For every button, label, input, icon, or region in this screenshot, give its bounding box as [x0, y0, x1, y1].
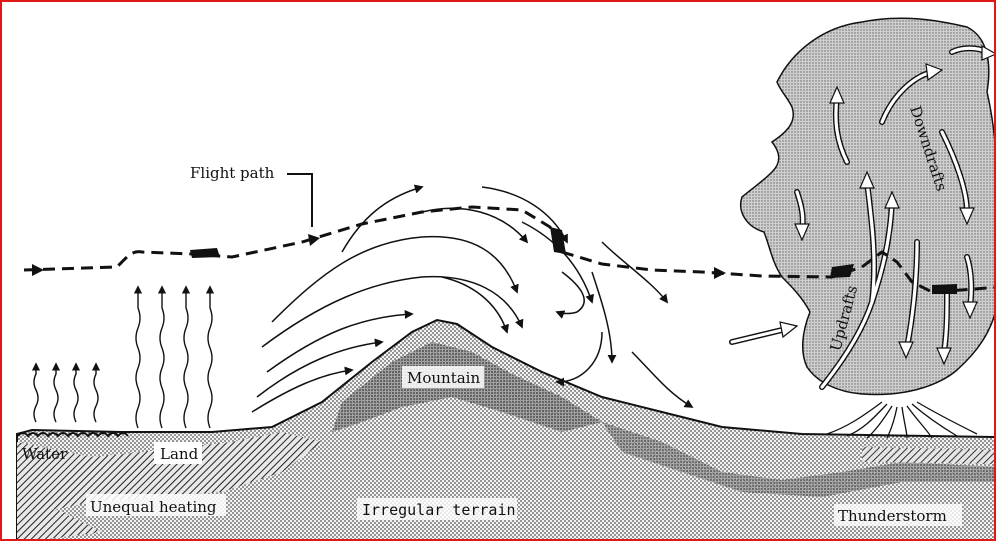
- label-unequal-heating: Unequal heating: [90, 498, 217, 516]
- inflow-arrow: [732, 322, 797, 342]
- label-irregular-terrain: Irregular terrain: [362, 501, 516, 519]
- label-land: Land: [160, 445, 199, 463]
- flight-path-leader: [287, 174, 312, 227]
- land-heating-arrows: [136, 287, 212, 428]
- downburst-lines: [827, 402, 977, 438]
- label-mountain: Mountain: [407, 369, 480, 387]
- label-flight-path: Flight path: [190, 164, 275, 182]
- flight-path-arrowheads: [32, 234, 726, 279]
- water-heating-arrows: [34, 364, 98, 422]
- label-water: Water: [22, 445, 68, 463]
- label-thunderstorm: Thunderstorm: [838, 507, 947, 525]
